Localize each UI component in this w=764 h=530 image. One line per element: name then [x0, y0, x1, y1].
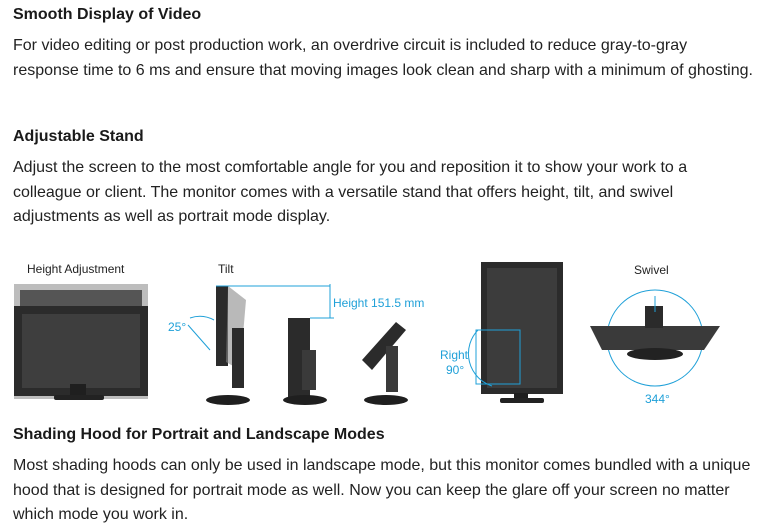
height-value-label: Height 151.5 mm: [333, 296, 425, 310]
section-body-video: For video editing or post production wor…: [13, 37, 753, 79]
height-range-monitor-image: [283, 284, 334, 405]
swivel-label: Swivel: [634, 263, 669, 277]
section-heading-stand: Adjustable Stand: [13, 128, 144, 145]
section-heading-hood: Shading Hood for Portrait and Landscape …: [13, 426, 385, 443]
tilt-label: Tilt: [218, 262, 234, 276]
swivel-monitor-image: [590, 289, 720, 387]
section-body-hood: Most shading hoods can only be used in l…: [13, 457, 751, 523]
height-adjustment-label: Height Adjustment: [27, 262, 125, 276]
tilt-back-monitor-image: [362, 322, 408, 405]
section-heading-video: Smooth Display of Video: [13, 6, 202, 23]
swivel-angle-label: 344°: [645, 392, 670, 406]
tilt-monitor-image: [187, 285, 330, 405]
section-body-stand: Adjust the screen to the most comfortabl…: [13, 159, 688, 225]
rotate-direction-label: Right: [440, 348, 469, 362]
tilt-angle-label: 25°: [168, 320, 187, 334]
height-adjustment-monitor-image: [14, 284, 148, 400]
rotate-angle-label: 90°: [446, 363, 465, 377]
portrait-monitor-image: [467, 262, 563, 403]
